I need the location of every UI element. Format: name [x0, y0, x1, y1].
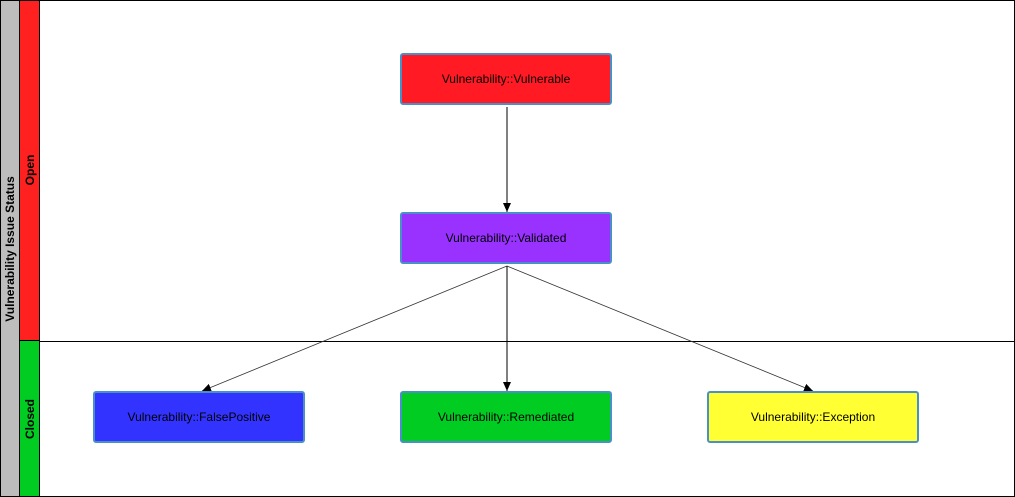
node-falsepositive-label: Vulnerability::FalsePositive [127, 410, 271, 424]
node-validated-label: Vulnerability::Validated [445, 231, 567, 245]
node-vulnerable-label: Vulnerability::Vulnerable [441, 72, 571, 86]
node-falsepositive[interactable]: Vulnerability::FalsePositive [93, 391, 305, 443]
node-exception-label: Vulnerability::Exception [750, 410, 876, 424]
node-vulnerable[interactable]: Vulnerability::Vulnerable [400, 53, 612, 105]
edge-validated-to-exception [506, 265, 814, 392]
node-remediated-label: Vulnerability::Remediated [437, 410, 575, 424]
node-remediated[interactable]: Vulnerability::Remediated [400, 391, 612, 443]
pool-label: Vulnerability Issue Status [0, 0, 20, 497]
node-validated[interactable]: Vulnerability::Validated [400, 212, 612, 264]
lane-open-label: Open [20, 0, 40, 341]
node-exception[interactable]: Vulnerability::Exception [707, 391, 919, 443]
edge-validated-to-falsepositive [201, 265, 508, 392]
lane-closed-label: Closed [20, 341, 40, 497]
